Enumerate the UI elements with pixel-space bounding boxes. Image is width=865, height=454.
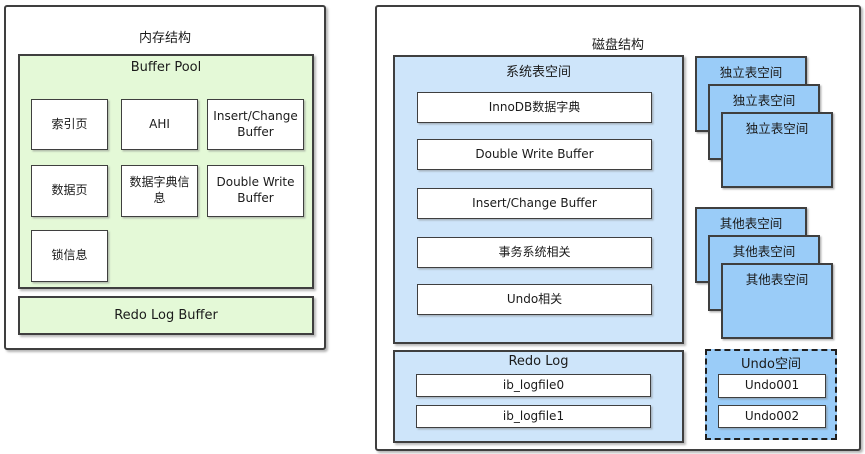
independent-tablespace-box-3: 独立表空间	[721, 112, 833, 188]
system-tablespace-row-double-write-buffer: Double Write Buffer	[417, 139, 652, 170]
undo-space-title: Undo空间	[741, 357, 801, 372]
other-tablespace-box-3: 其他表空间	[721, 263, 833, 339]
buffer-pool-cell-lock-info: 锁信息	[31, 230, 108, 282]
system-tablespace-section: 系统表空间 InnoDB数据字典 Double Write Buffer Ins…	[393, 55, 684, 344]
buffer-pool-cell-data-dictionary-info: 数据字典信息	[121, 165, 198, 217]
redo-log-title: Redo Log	[508, 354, 569, 369]
system-tablespace-row-undo-related: Undo相关	[417, 284, 652, 315]
redo-log-buffer-bar: Redo Log Buffer	[18, 296, 314, 335]
disk-structure-panel: 磁盘结构 系统表空间 InnoDB数据字典 Double Write Buffe…	[375, 5, 861, 451]
buffer-pool-title: Buffer Pool	[130, 60, 202, 75]
buffer-pool-cell-ahi: AHI	[121, 99, 198, 150]
buffer-pool-cell-insert-change-buffer: Insert/Change Buffer	[207, 99, 304, 150]
memory-structure-title: 内存结构	[138, 31, 191, 46]
undo-space-row-undo002: Undo002	[718, 405, 826, 428]
system-tablespace-row-insert-change-buffer: Insert/Change Buffer	[417, 188, 652, 219]
buffer-pool-cell-double-write-buffer: Double Write Buffer	[207, 165, 304, 217]
buffer-pool-section: Buffer Pool 索引页 AHI Insert/Change Buffer…	[18, 54, 314, 289]
system-tablespace-row-innodb-data-dictionary: InnoDB数据字典	[417, 92, 652, 123]
disk-structure-title: 磁盘结构	[591, 38, 644, 53]
system-tablespace-title: 系统表空间	[505, 65, 571, 80]
undo-space-row-undo001: Undo001	[718, 374, 826, 398]
buffer-pool-cell-index-pages: 索引页	[31, 99, 108, 150]
memory-structure-panel: 内存结构 Buffer Pool 索引页 AHI Insert/Change B…	[4, 5, 326, 350]
redo-log-row-ib-logfile0: ib_logfile0	[416, 374, 651, 397]
undo-space-section: Undo空间 Undo001 Undo002	[705, 349, 837, 440]
redo-log-section: Redo Log ib_logfile0 ib_logfile1	[393, 350, 684, 443]
system-tablespace-row-transaction-system: 事务系统相关	[417, 237, 652, 268]
buffer-pool-cell-data-pages: 数据页	[31, 165, 108, 217]
redo-log-row-ib-logfile1: ib_logfile1	[416, 405, 651, 428]
